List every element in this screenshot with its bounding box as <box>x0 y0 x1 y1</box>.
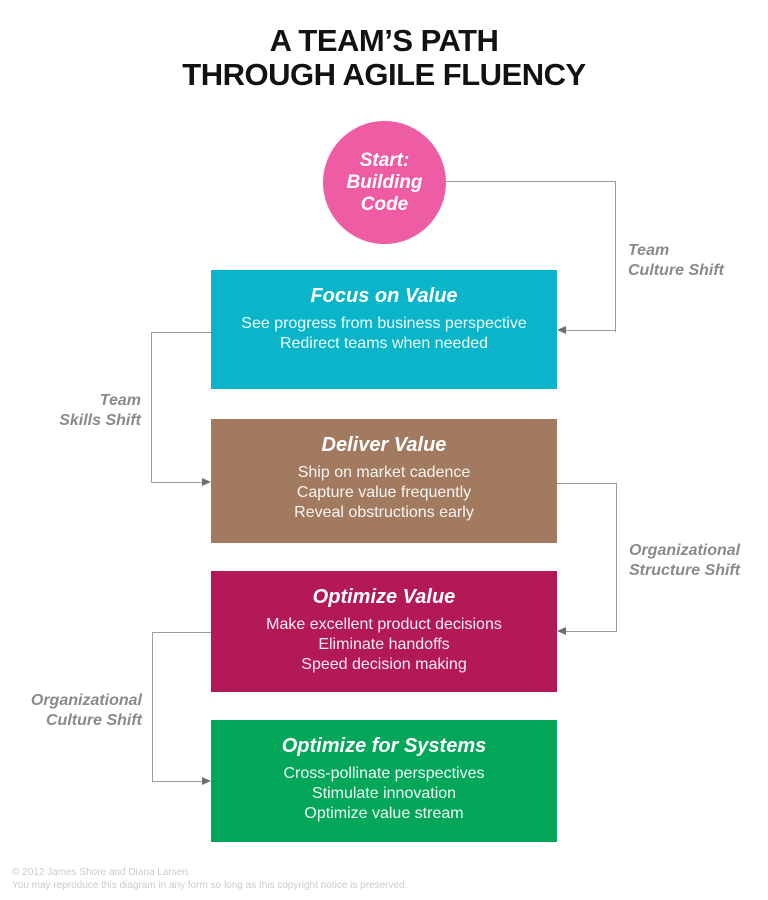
zone-point: See progress from business perspective <box>241 315 527 332</box>
zone-point: Ship on market cadence <box>297 464 471 481</box>
arrowhead-right-icon <box>202 478 211 486</box>
arrowhead-left-icon <box>557 326 566 334</box>
start-node-line-2: Building <box>346 171 423 193</box>
connector-org-structure-shift-line-end <box>566 631 616 632</box>
zone-point: Make excellent product decisions <box>266 616 502 633</box>
zone-optimize-for-systems: Optimize for Systems Cross-pollinate per… <box>211 720 557 842</box>
zone-point: Eliminate handoffs <box>318 636 450 653</box>
transition-label-line: Organizational <box>30 692 142 709</box>
transition-label-line: Culture Shift <box>46 712 142 729</box>
transition-label-line: Team <box>99 392 141 409</box>
connector-team-skills-shift-line <box>151 332 213 483</box>
zone-focus-on-value: Focus on Value See progress from busines… <box>211 270 557 389</box>
arrowhead-right-icon <box>202 777 211 785</box>
transition-label-line: Structure Shift <box>629 562 741 579</box>
zone-point: Speed decision making <box>301 656 467 673</box>
copyright-notice: © 2012 James Shore and Diana Larsen. You … <box>12 866 407 892</box>
zone-point: Optimize value stream <box>304 805 464 822</box>
transition-label-line: Team <box>628 242 670 259</box>
zone-point: Capture value frequently <box>296 484 472 501</box>
connector-team-culture-shift-line <box>445 181 616 332</box>
connector-team-culture-shift-line-end <box>566 330 615 331</box>
zone-point: Reveal obstructions early <box>294 504 474 521</box>
transition-label-line: Skills Shift <box>59 412 141 429</box>
copyright-line-2: You may reproduce this diagram in any fo… <box>12 880 408 891</box>
zone-point: Stimulate innovation <box>311 785 457 802</box>
page-title-line-1: A TEAM’S PATH <box>269 23 499 58</box>
zone-title: Focus on Value <box>310 285 458 307</box>
connector-org-structure-shift-line <box>557 483 617 632</box>
connector-org-culture-shift-line-end <box>152 781 202 782</box>
zone-title: Optimize for Systems <box>281 735 487 757</box>
transition-label-line: Culture Shift <box>628 262 724 279</box>
connector-team-skills-shift-line-end <box>151 482 202 483</box>
connector-org-culture-shift-line <box>152 632 212 782</box>
start-node-line-3: Code <box>360 193 409 215</box>
start-node-line-1: Start: <box>359 149 410 171</box>
start-node: Start: Building Code <box>323 121 446 244</box>
zone-title: Deliver Value <box>321 434 447 456</box>
zone-point: Cross-pollinate perspectives <box>283 765 485 782</box>
copyright-line-1: © 2012 James Shore and Diana Larsen. <box>12 867 191 878</box>
transition-label-line: Organizational <box>629 542 741 559</box>
zone-optimize-value: Optimize Value Make excellent product de… <box>211 571 557 692</box>
zone-deliver-value: Deliver Value Ship on market cadence Cap… <box>211 419 557 543</box>
zone-title: Optimize Value <box>312 586 456 608</box>
zone-point: Redirect teams when needed <box>279 335 489 352</box>
arrowhead-left-icon <box>557 627 566 635</box>
page-title-line-2: THROUGH AGILE FLUENCY <box>182 57 586 92</box>
